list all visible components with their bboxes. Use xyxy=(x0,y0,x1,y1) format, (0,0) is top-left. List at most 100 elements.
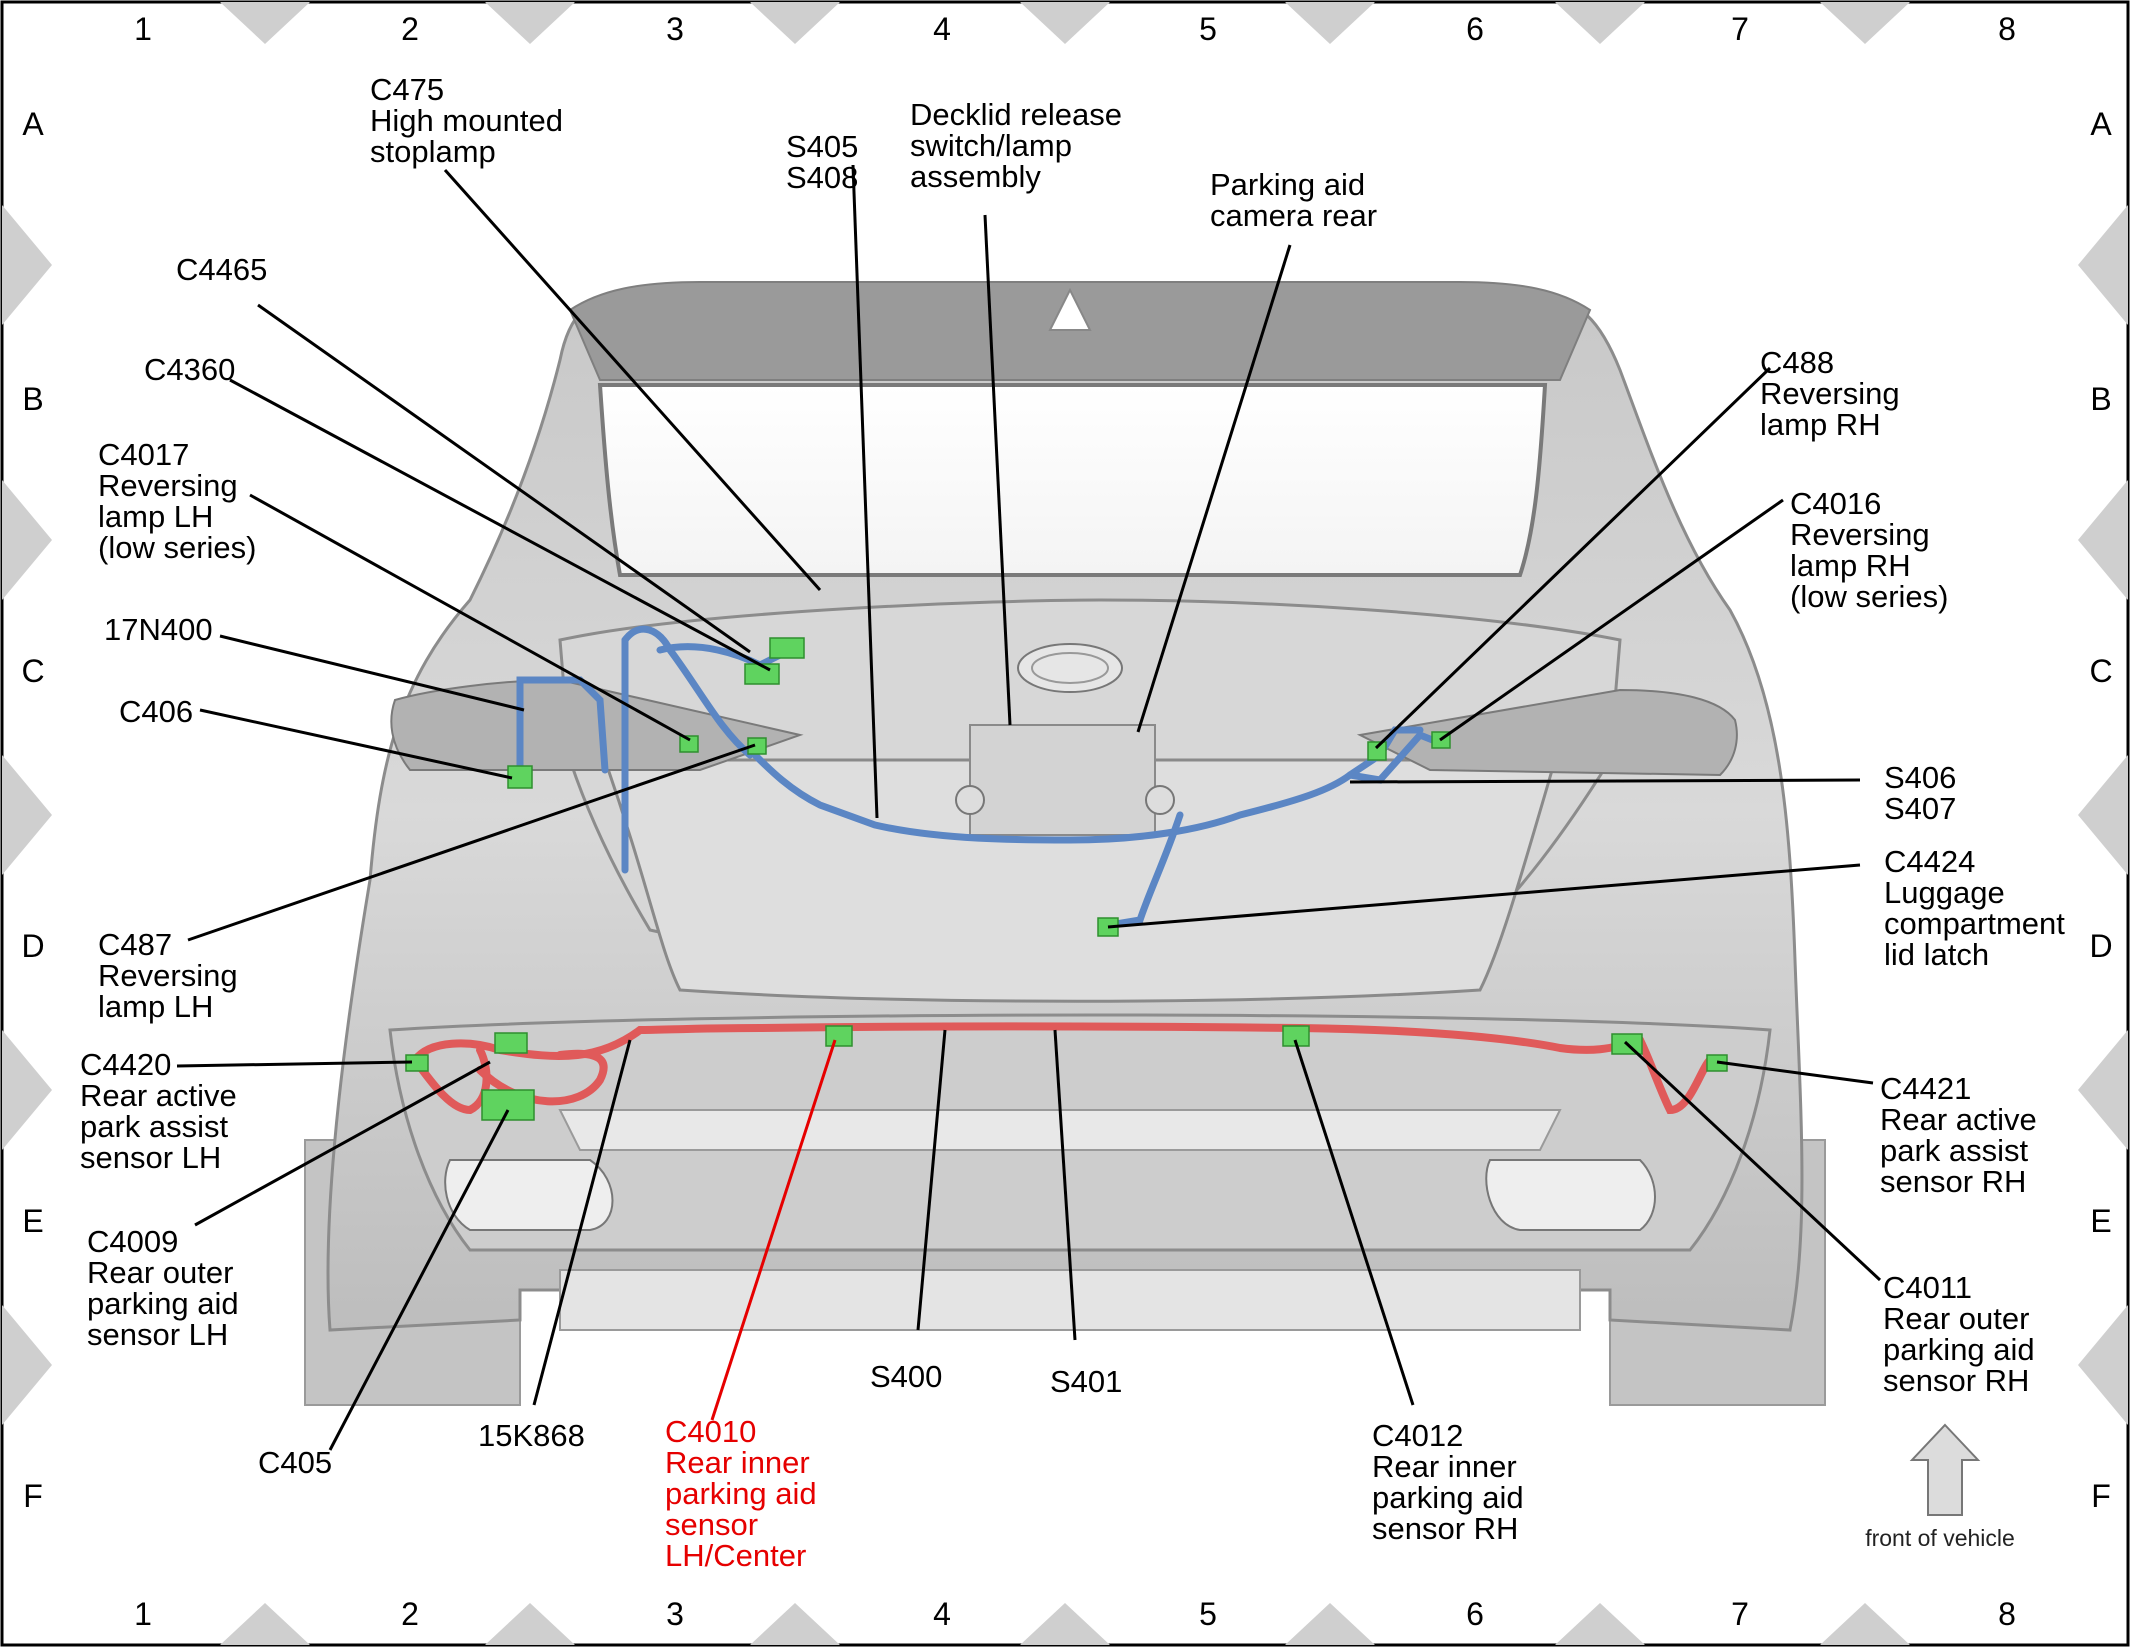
grid-row-left-D: D xyxy=(21,928,44,964)
callout-line: C4011 xyxy=(1883,1270,1972,1305)
grid-row-right-C: C xyxy=(2089,653,2112,689)
callout-line: 17N400 xyxy=(104,612,213,647)
leader-line xyxy=(851,164,879,819)
frame-diamond-left xyxy=(2,1305,52,1425)
callout-line: C487 xyxy=(98,927,172,962)
grid-row-left-C: C xyxy=(21,653,44,689)
callout-line: Luggage xyxy=(1884,875,2005,910)
leader-line xyxy=(1293,1039,1415,1406)
frame-diamond-bottom xyxy=(1555,1603,1645,1645)
callout-s401: S401 xyxy=(1050,1364,1122,1399)
callout-c4360: C4360 xyxy=(144,352,235,387)
leader-line xyxy=(532,1039,632,1406)
callout-line: S406 xyxy=(1884,760,1956,795)
frame-diamond-top xyxy=(485,2,575,44)
callout-line: LH/Center xyxy=(665,1538,806,1573)
callout-line: C405 xyxy=(258,1445,332,1480)
callout-line: parking aid xyxy=(665,1476,817,1511)
leader-line xyxy=(443,169,822,591)
callout-line: Decklid release xyxy=(910,97,1122,132)
callout-line: S400 xyxy=(870,1359,942,1394)
grid-row-left-E: E xyxy=(22,1203,43,1239)
grid-row-left-B: B xyxy=(22,381,43,417)
frame-diamond-left xyxy=(2,755,52,875)
callout-line: C4012 xyxy=(1372,1418,1463,1453)
callout-line: Rear active xyxy=(1880,1102,2037,1137)
leader-line xyxy=(1349,778,1861,784)
callout-n17n400: 17N400 xyxy=(104,612,213,647)
grid-column-top-6: 6 xyxy=(1466,11,1484,47)
leader-line xyxy=(1716,1060,1874,1085)
callout-line: park assist xyxy=(80,1109,229,1144)
leader-line xyxy=(219,634,525,712)
leader-line xyxy=(983,214,1012,726)
leader-line xyxy=(1374,366,1772,750)
callout-line: Reversing xyxy=(98,958,238,993)
grid-column-top-4: 4 xyxy=(933,11,951,47)
callout-line: compartment xyxy=(1884,906,2065,941)
frame-diamond-right xyxy=(2078,1305,2128,1425)
callout-line: Rear inner xyxy=(1372,1449,1517,1484)
callout-line: camera rear xyxy=(1210,198,1377,233)
callout-line: C4420 xyxy=(80,1047,171,1082)
leader-line xyxy=(194,1060,491,1227)
callout-line: parking aid xyxy=(1372,1480,1524,1515)
grid-column-bottom-3: 3 xyxy=(666,1596,684,1632)
callout-line: Reversing xyxy=(1760,376,1900,411)
frame-diamond-top xyxy=(1555,2,1645,44)
leader-line xyxy=(1136,244,1292,733)
callout-line: lid latch xyxy=(1884,937,1989,972)
front-of-vehicle-indicator: front of vehicle xyxy=(1865,1423,2015,1551)
grid-row-right-D: D xyxy=(2089,928,2112,964)
frame-diamond-top xyxy=(750,2,840,44)
frame-diamond-top xyxy=(1020,2,1110,44)
callout-line: (low series) xyxy=(1790,579,1948,614)
callout-line: C4017 xyxy=(98,437,189,472)
leader-line xyxy=(916,1029,947,1331)
grid-column-bottom-7: 7 xyxy=(1731,1596,1749,1632)
callout-line: C4016 xyxy=(1790,486,1881,521)
callout-line: lamp LH xyxy=(98,499,213,534)
frame-diamond-left xyxy=(2,480,52,600)
callout-line: sensor xyxy=(665,1507,758,1542)
grid-column-bottom-8: 8 xyxy=(1998,1596,2016,1632)
connector-block xyxy=(679,735,699,753)
callout-line: sensor LH xyxy=(80,1140,221,1175)
grid-column-bottom-6: 6 xyxy=(1466,1596,1484,1632)
callout-line: sensor RH xyxy=(1883,1363,2029,1398)
callout-line: C4421 xyxy=(1880,1071,1971,1106)
frame-diamond-top xyxy=(220,2,310,44)
leader-line xyxy=(328,1109,510,1451)
callout-c406: C406 xyxy=(119,694,193,729)
leader-line xyxy=(1623,1040,1882,1282)
frame-diamond-right xyxy=(2078,1030,2128,1150)
callout-line: sensor RH xyxy=(1880,1164,2026,1199)
connector-block xyxy=(494,1032,528,1054)
callout-line: lamp RH xyxy=(1760,407,1881,442)
callout-n15k868: 15K868 xyxy=(478,1418,585,1453)
callout-line: C4465 xyxy=(176,252,267,287)
leader-line-highlight xyxy=(710,1039,837,1421)
callout-line: lamp RH xyxy=(1790,548,1911,583)
leader-line xyxy=(1053,1029,1077,1341)
leader-line xyxy=(249,493,691,742)
callout-line: C4010 xyxy=(665,1414,756,1449)
callout-line: Reversing xyxy=(98,468,238,503)
frame-diamond-left xyxy=(2,205,52,325)
callout-line: (low series) xyxy=(98,530,256,565)
callout-line: C475 xyxy=(370,72,444,107)
callout-line: Rear outer xyxy=(1883,1301,2029,1336)
callout-line: 15K868 xyxy=(478,1418,585,1453)
